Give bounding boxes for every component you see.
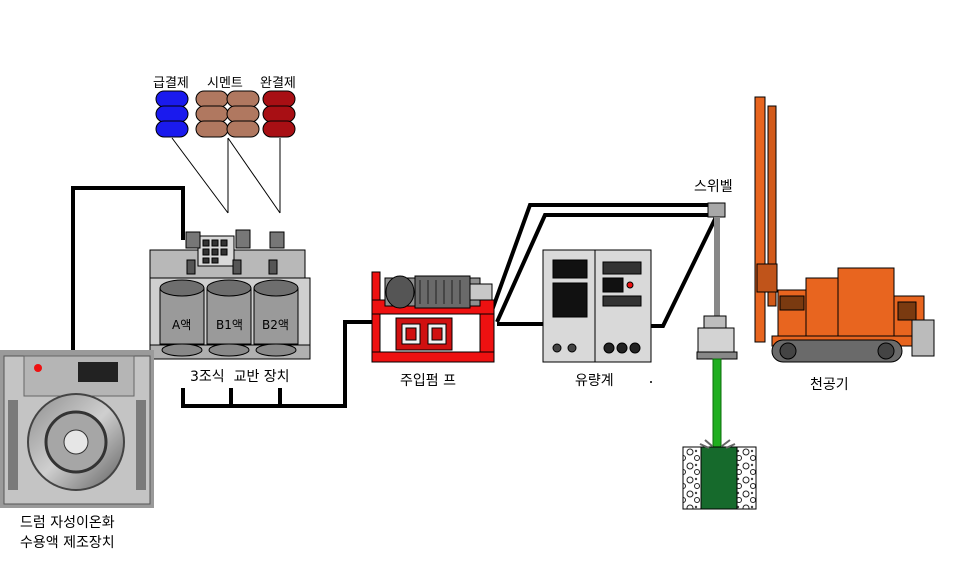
drum-washer-photo (0, 350, 154, 508)
pipe-drum-to-mixer (71, 186, 185, 350)
label-swivel: 스위벨 (694, 179, 733, 195)
borehole (682, 439, 757, 510)
label-flowmeter: 유량계 (575, 373, 614, 389)
label-tank-b2: B2액 (262, 318, 289, 332)
pipes (71, 186, 719, 408)
label-drill-rig: 천공기 (810, 377, 849, 393)
swivel-joint (696, 202, 738, 360)
pipe-mixer-bottom (181, 320, 372, 408)
label-tank-a: A액 (172, 318, 192, 332)
pipe-pump-to-swivel-2 (495, 213, 708, 323)
pipe-pump-to-swivel-1 (488, 203, 708, 317)
label-accelerator: 급결제 (153, 76, 189, 91)
flow-meter-cabinet (542, 249, 652, 363)
cement-bags (195, 90, 260, 138)
label-pump: 주입펌 프 (400, 373, 456, 389)
label-mixer: 3조식 교반 장치 (190, 369, 290, 385)
pump-unit (371, 271, 495, 363)
label-retarder: 완결제 (260, 76, 296, 91)
retarder-bags (262, 90, 296, 138)
hopper-lines (171, 137, 281, 214)
label-drum-line1: 드럼 자성이온화 (20, 515, 115, 531)
accelerator-bags (155, 90, 189, 138)
dot-mark (650, 381, 652, 383)
pipe-flowmeter-to-swivel (651, 214, 719, 328)
label-drum-line2: 수용액 제조장치 (20, 535, 115, 551)
drilling-rod (712, 358, 722, 448)
label-tank-b1: B1액 (216, 318, 243, 332)
drill-rig-machine (754, 96, 935, 363)
mixer-unit (149, 229, 311, 360)
label-cement: 시멘트 (207, 76, 243, 91)
